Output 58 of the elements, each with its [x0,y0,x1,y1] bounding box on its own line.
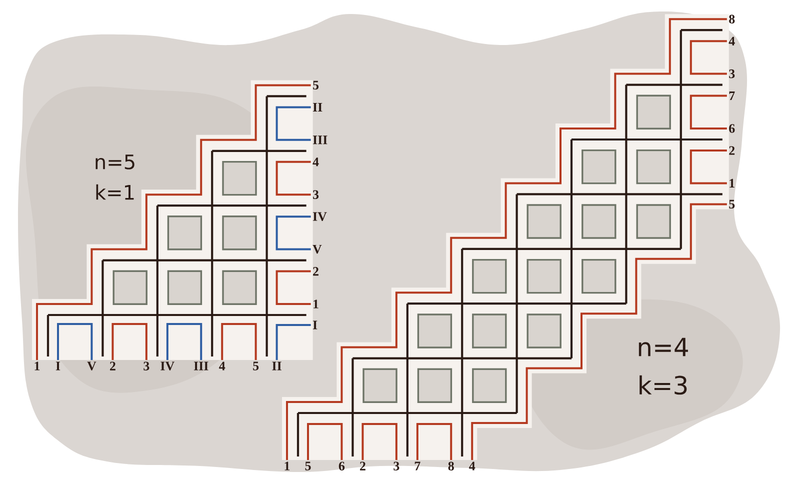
wire-label: 6 [338,462,345,470]
wire-label: 4 [469,462,476,470]
wire-label: 5 [729,200,735,209]
wire-label: III [194,362,208,370]
wire [690,94,727,130]
wire-label: 2 [110,362,116,370]
wire-label: III [312,136,328,144]
wire [416,423,452,460]
wire [286,18,727,460]
parameter-label: k=1 [96,184,134,200]
wire-label: 7 [414,462,420,470]
parameter-label: k=3 [640,375,687,395]
wire [36,84,311,360]
wire-label: 8 [729,14,735,24]
wire-label: 3 [729,69,735,78]
wire-label: 6 [729,124,735,133]
wire [276,106,311,141]
wire [221,323,257,360]
wire-label: IV [160,362,174,370]
wire [690,40,727,75]
wire [362,423,398,460]
wire-label: 5 [313,80,319,90]
wire-label: 4 [219,362,226,370]
wire-label: 2 [313,267,318,276]
parameter-label: n=4 [638,338,688,356]
wire-label: 2 [729,146,735,155]
wire [166,323,202,360]
wire [276,216,311,250]
wire-label: IV [312,212,327,221]
wire-label: 3 [394,462,400,470]
wire-label: V [312,244,322,254]
wire-label: 7 [729,92,735,100]
wire [112,323,148,360]
wire-label: 3 [313,190,319,199]
wire [276,324,311,360]
wire-label: 3 [144,362,150,370]
wire-label: 4 [728,36,735,46]
wire-label: I [312,320,318,330]
wire [57,323,93,360]
wire-label: 1 [284,462,290,470]
wire-label: II [272,362,282,370]
wire [276,160,311,196]
wire-label: II [312,102,322,112]
wire-label: 2 [360,462,366,470]
wire-label: 1 [34,362,40,370]
wire-label: 1 [314,300,318,308]
wire [307,423,343,460]
wire [471,203,727,460]
wire [276,270,311,305]
wire-label: 5 [305,462,311,470]
wire-label: V [87,362,96,370]
wire-label: 1 [730,178,734,188]
parameter-label: n=5 [96,154,134,170]
wire-label: I [56,362,60,370]
wire-label: 8 [448,462,454,470]
wire-label: 5 [253,362,259,370]
wire-label: 4 [312,158,319,166]
wire [690,150,727,184]
